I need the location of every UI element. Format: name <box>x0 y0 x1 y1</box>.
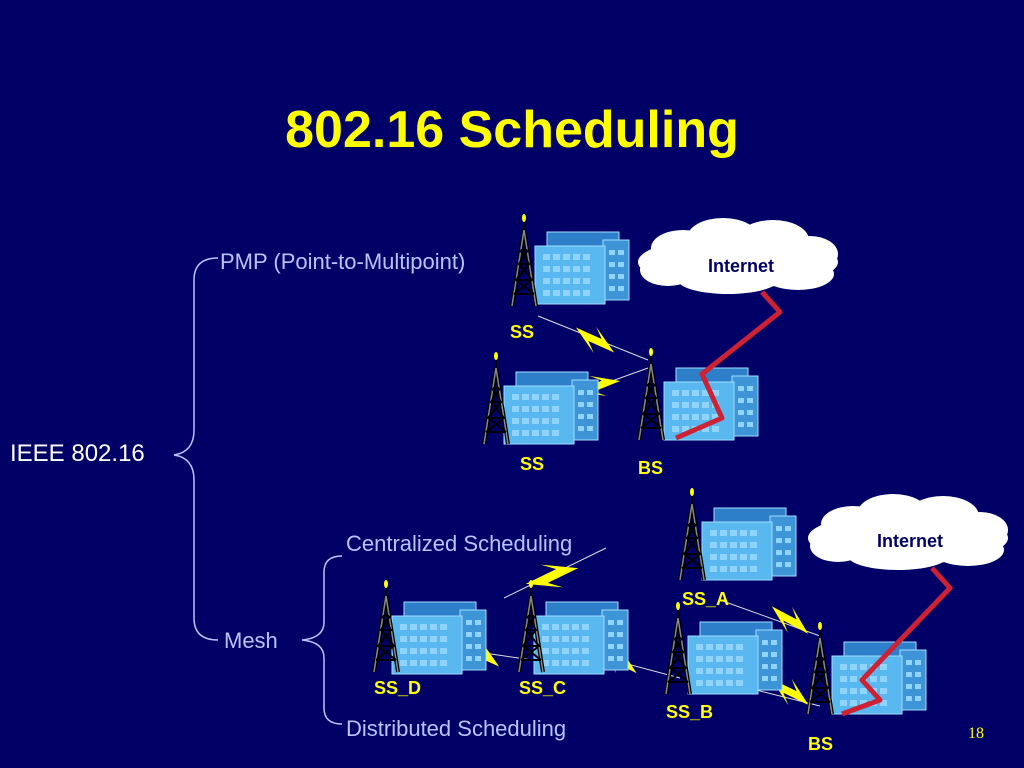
building-icon <box>533 601 629 675</box>
tree-pmp-label: PMP (Point-to-Multipoint) <box>220 249 466 274</box>
tree-root-label: IEEE 802.16 <box>10 440 145 467</box>
pmp-internet-label: Internet <box>708 256 775 276</box>
building-icon <box>701 507 797 581</box>
pmp-ss-bottom-label: SS <box>520 454 545 474</box>
pmp-ss-top-label: SS <box>510 322 535 342</box>
building-icon <box>687 621 783 695</box>
building-icon <box>663 367 759 441</box>
mesh-ss-d-label: SS_D <box>374 678 422 698</box>
mesh-internet-link <box>841 566 953 717</box>
antenna-tower-icon <box>806 620 834 716</box>
building-icon <box>831 641 927 715</box>
tree-bracket-main <box>173 257 219 641</box>
mesh-internet-label: Internet <box>877 531 944 551</box>
mesh-ss-c-node <box>517 578 629 675</box>
page-number: 18 <box>968 725 984 742</box>
pmp-bs-label: BS <box>638 458 664 478</box>
pmp-wireless-bolt-top <box>570 320 620 360</box>
building-icon <box>534 231 630 305</box>
tree-mesh-label: Mesh <box>224 628 278 653</box>
antenna-tower-icon <box>637 346 665 442</box>
mesh-ss-b-label: SS_B <box>666 702 714 722</box>
pmp-ss-top-node <box>510 212 630 308</box>
building-icon <box>391 601 487 675</box>
mesh-bs-label: BS <box>808 734 834 754</box>
mesh-bs-node <box>806 620 927 716</box>
tree-bracket-mesh <box>301 555 343 725</box>
mesh-ss-a-node <box>678 486 797 582</box>
mesh-ss-d-node <box>372 578 487 675</box>
tree-distributed-label: Distributed Scheduling <box>346 716 567 741</box>
slide-title: 802.16 Scheduling <box>285 101 739 159</box>
mesh-ss-a-label: SS_A <box>682 589 730 609</box>
antenna-tower-icon <box>678 486 706 582</box>
mesh-ss-c-label: SS_C <box>519 678 567 698</box>
pmp-internet-link <box>675 290 783 441</box>
antenna-tower-icon <box>510 212 538 308</box>
building-icon <box>503 371 599 445</box>
tree-centralized-label: Centralized Scheduling <box>346 531 573 556</box>
antenna-tower-icon <box>664 600 692 696</box>
pmp-ss-bottom-node <box>482 350 599 446</box>
